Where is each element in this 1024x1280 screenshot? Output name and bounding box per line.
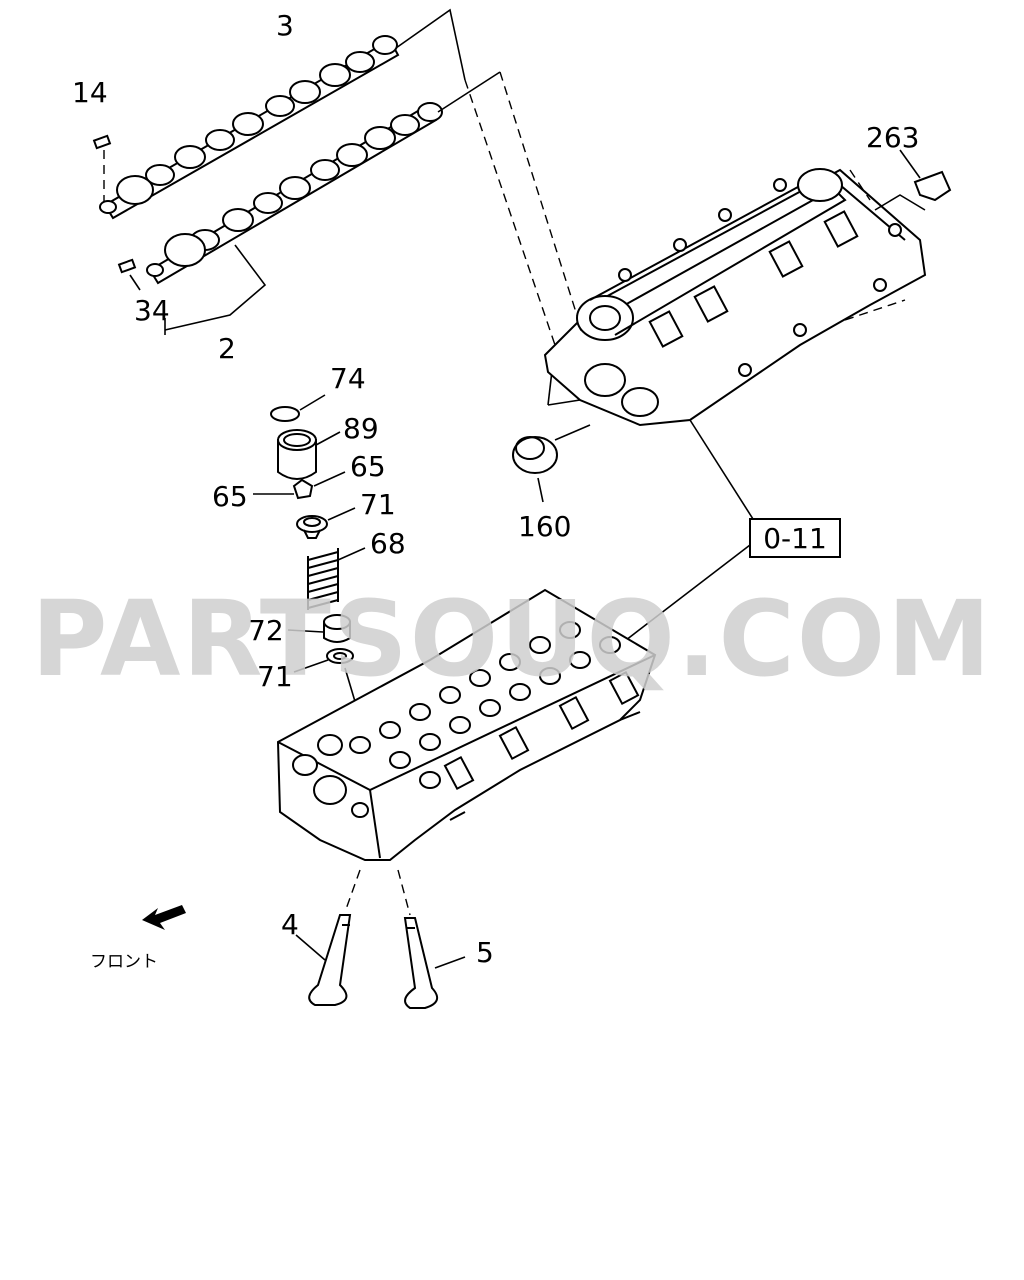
callout-14[interactable]: 14 — [72, 76, 108, 109]
callout-263[interactable]: 263 — [866, 121, 919, 154]
watermark: PARTSOUQ.COM — [31, 578, 992, 700]
reference-box-frame — [749, 518, 841, 558]
callout-4[interactable]: 4 — [281, 908, 299, 941]
front-arrow-icon — [142, 905, 186, 930]
intake-valve-4[interactable] — [308, 914, 352, 1006]
callout-72[interactable]: 72 — [248, 614, 284, 647]
part-263[interactable] — [913, 170, 952, 202]
callout-65-left[interactable]: 65 — [212, 480, 248, 513]
callout-160[interactable]: 160 — [518, 510, 571, 543]
pin-14[interactable] — [92, 134, 112, 150]
part-89-tappet[interactable] — [277, 429, 317, 480]
callout-3[interactable]: 3 — [276, 9, 294, 42]
part-65-collets[interactable] — [292, 478, 314, 500]
rocker-cam-carrier-assembly[interactable] — [543, 168, 927, 427]
reference-box-label[interactable]: 0-11 — [763, 522, 827, 555]
front-label: フロント — [90, 952, 158, 972]
pin-34[interactable] — [117, 258, 137, 274]
callout-74[interactable]: 74 — [330, 362, 366, 395]
part-71-washer[interactable] — [326, 648, 354, 664]
callout-2[interactable]: 2 — [218, 332, 236, 365]
part-160-sleeve[interactable] — [512, 436, 558, 474]
exhaust-valve-5[interactable] — [403, 917, 439, 1009]
part-71-retainer[interactable] — [296, 515, 328, 539]
part-68-valve-spring[interactable] — [307, 548, 339, 610]
cylinder-head[interactable] — [276, 588, 657, 861]
callout-5[interactable]: 5 — [476, 936, 494, 969]
camshaft-lower[interactable] — [146, 102, 443, 285]
callout-65-right[interactable]: 65 — [350, 450, 386, 483]
callout-68[interactable]: 68 — [370, 527, 406, 560]
part-72-stem-seal[interactable] — [323, 614, 351, 643]
callout-71-lower[interactable]: 71 — [257, 660, 293, 693]
callout-34[interactable]: 34 — [134, 294, 170, 327]
part-74-shim[interactable] — [270, 406, 300, 422]
camshaft-upper[interactable] — [99, 35, 400, 220]
callout-71-upper[interactable]: 71 — [360, 488, 396, 521]
callout-89[interactable]: 89 — [343, 412, 379, 445]
